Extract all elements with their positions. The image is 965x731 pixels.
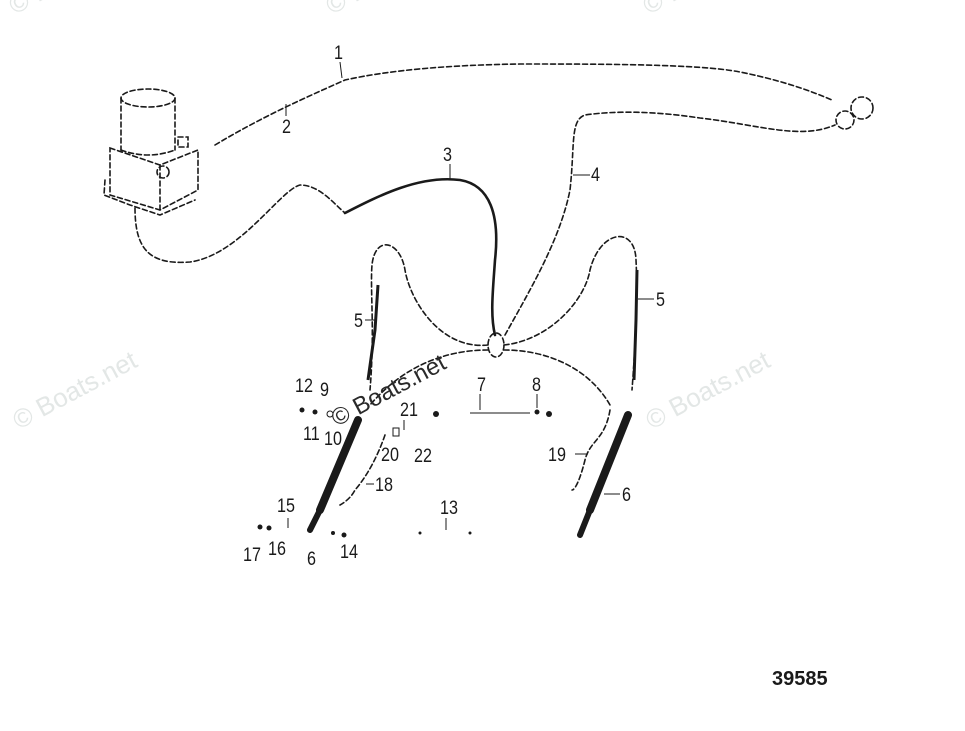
junction-fitting [487,332,505,358]
callout-21[interactable]: 21 [400,400,418,421]
callout-6-left[interactable]: 6 [307,549,316,570]
callout-18[interactable]: 18 [375,475,393,496]
figure-number: 39585 [772,668,828,690]
hose-3 [343,177,498,337]
callout-10[interactable]: 10 [324,429,342,450]
callout-13[interactable]: 13 [440,498,458,519]
callout-1[interactable]: 1 [334,43,343,64]
callout-22[interactable]: 22 [414,446,432,467]
callout-4[interactable]: 4 [591,165,600,186]
callout-17[interactable]: 17 [243,545,261,566]
callout-9[interactable]: 9 [320,380,329,401]
pump-motor-icon [103,88,199,216]
callout-12[interactable]: 12 [295,376,313,397]
callout-5-left[interactable]: 5 [354,311,363,332]
trim-cylinder-right [586,411,632,514]
trim-cylinder-left [316,416,362,514]
callout-16[interactable]: 16 [268,539,286,560]
hose-4 [504,111,836,336]
callout-5-right[interactable]: 5 [656,290,665,311]
callout-7[interactable]: 7 [477,375,486,396]
callout-8[interactable]: 8 [532,375,541,396]
callout-2[interactable]: 2 [282,117,291,138]
callout-6-right[interactable]: 6 [622,485,631,506]
callout-3[interactable]: 3 [443,145,452,166]
callout-19[interactable]: 19 [548,445,566,466]
callout-14[interactable]: 14 [340,542,358,563]
hose-5-left [366,284,380,381]
callout-20[interactable]: 20 [381,445,399,466]
callout-11[interactable]: 11 [303,424,320,445]
hose-return [134,184,346,264]
hose-fitting-icon [835,96,874,130]
callout-15[interactable]: 15 [277,496,295,517]
hose-1 [214,63,833,146]
hose-5-right [632,269,639,381]
